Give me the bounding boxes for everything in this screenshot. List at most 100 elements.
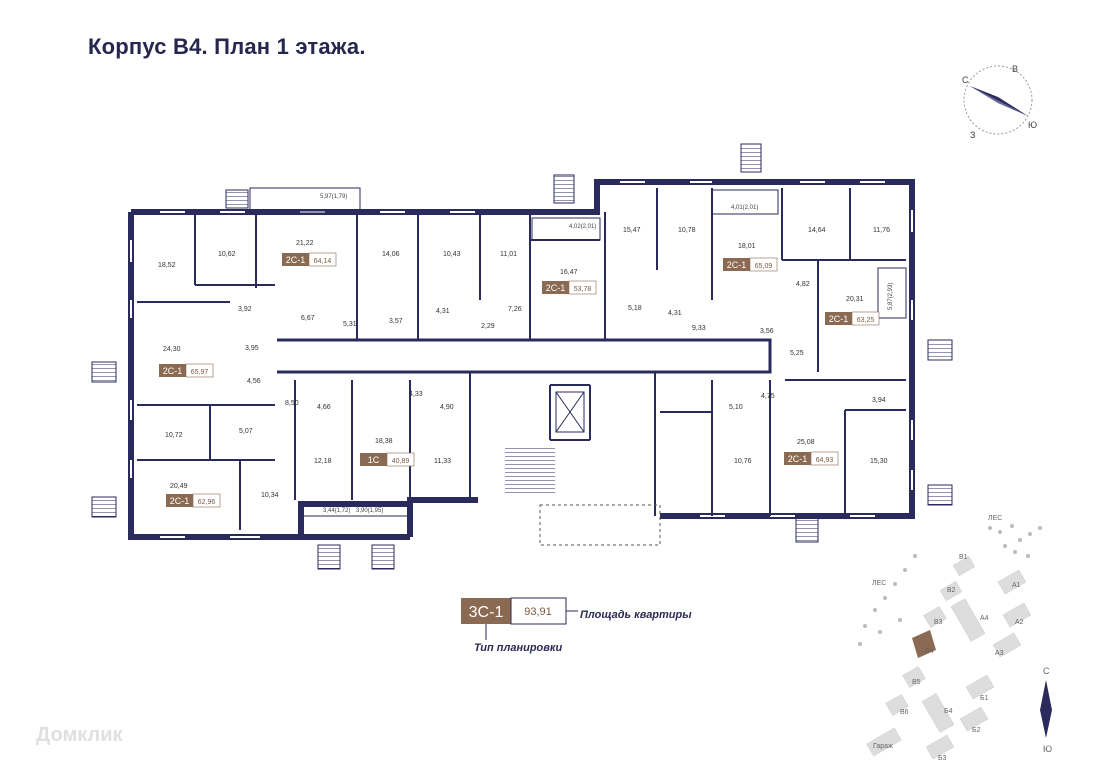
room-area: 20,31 — [846, 296, 864, 303]
room-area: 15,30 — [870, 458, 888, 465]
room-area: 11,33 — [434, 458, 451, 465]
room-area: 14,06 — [382, 251, 400, 258]
room-area: 5,18 — [628, 305, 642, 312]
building-label: Б2 — [972, 727, 981, 734]
balcony-area: 4,01(2,01) — [731, 205, 758, 211]
room-area: 21,22 — [296, 240, 314, 247]
compass-north: С — [962, 75, 969, 85]
building-label: В3 — [934, 619, 943, 626]
room-area: 15,47 — [623, 227, 641, 234]
apartment-type: 2С-1 — [788, 454, 808, 464]
building-label: А3 — [995, 650, 1004, 657]
room-area: 4,82 — [796, 281, 810, 288]
room-area: 10,72 — [165, 432, 183, 439]
room-area: 20,49 — [170, 483, 188, 490]
balcony-area: 4,02(2,01) — [569, 224, 596, 230]
apartment-area: 64,14 — [314, 258, 332, 265]
apartment-area: 62,96 — [198, 499, 216, 506]
apartment-badge[interactable]: 2С-1 65,97 — [159, 363, 214, 378]
south-label: Ю — [1043, 744, 1052, 754]
apartment-area: 53,78 — [574, 286, 592, 293]
balcony-area: 5,87(2,93) — [888, 283, 894, 310]
room-area: 3,57 — [389, 318, 403, 325]
room-area: 18,38 — [375, 438, 393, 445]
apartment-area: 64,93 — [816, 457, 834, 464]
room-area: 5,31 — [343, 321, 357, 328]
apartment-badge[interactable]: 2С-1 64,14 — [282, 252, 337, 267]
forest-label: ЛЕС — [872, 580, 886, 587]
apartment-type: 2С-1 — [170, 496, 190, 506]
north-label: С — [1043, 666, 1050, 676]
external-steps — [91, 143, 953, 570]
compass-south: Ю — [1028, 120, 1037, 130]
room-area: 5,25 — [790, 350, 804, 357]
apartment-area: 65,09 — [755, 263, 773, 270]
building-label: Б1 — [980, 695, 989, 702]
legend-type: 3С-1 — [469, 604, 504, 621]
building-label: А2 — [1015, 619, 1024, 626]
apartment-area: 40,89 — [392, 458, 410, 465]
room-area: 5,07 — [239, 428, 253, 435]
watermark: Домклик — [36, 724, 123, 746]
apartment-type: 2С-1 — [163, 366, 183, 376]
room-area: 4,90 — [440, 404, 454, 411]
stairwell — [505, 446, 555, 496]
legend-type-label: Тип планировки — [474, 642, 563, 654]
compass-rose: С В Ю З — [962, 64, 1037, 140]
building-label: Б4 — [944, 708, 953, 715]
room-area: 4,33 — [409, 391, 423, 398]
north-arrow-icon — [1040, 680, 1052, 738]
room-area: 10,34 — [261, 492, 279, 499]
room-area: 4,75 — [761, 393, 775, 400]
apartment-type: 1С — [368, 455, 380, 465]
building-label: В1 — [959, 554, 968, 561]
balcony-labels: 5,97(1,79) 4,02(2,01) 4,01(2,01) 5,87(2,… — [320, 194, 894, 514]
building-label: В4 — [925, 648, 934, 655]
room-area: 24,30 — [163, 346, 181, 353]
apartment-badge[interactable]: 2С-1 62,96 — [166, 493, 221, 508]
apartment-badge[interactable]: 2С-1 64,93 — [784, 451, 839, 466]
room-area: 16,47 — [560, 269, 578, 276]
compass-east: В — [1012, 64, 1018, 74]
balconies — [249, 187, 907, 517]
balcony-area: 3,90(1,95) — [356, 508, 383, 514]
apartment-area: 65,97 — [191, 369, 209, 376]
room-area: 5,10 — [729, 404, 743, 411]
room-area: 4,56 — [247, 378, 261, 385]
room-area: 6,67 — [301, 315, 315, 322]
room-area: 14,64 — [808, 227, 826, 234]
room-area: 4,66 — [317, 404, 331, 411]
entrance-platform — [539, 504, 661, 546]
room-area: 7,26 — [508, 306, 522, 313]
building-label: Гараж — [873, 743, 893, 750]
building-label: Б3 — [938, 755, 947, 762]
apartment-type: 2С-1 — [829, 314, 849, 324]
room-area: 18,01 — [738, 243, 756, 250]
room-area: 25,08 — [797, 439, 815, 446]
elevator-icon — [555, 391, 585, 433]
page-title: Корпус В4. План 1 этажа. — [88, 34, 366, 59]
room-area: 10,76 — [734, 458, 752, 465]
window-marks — [130, 181, 913, 538]
building-label: В6 — [900, 709, 909, 716]
room-area: 3,95 — [245, 345, 259, 352]
room-area: 8,50 — [285, 400, 299, 407]
room-area: 10,43 — [443, 251, 461, 258]
room-area: 4,31 — [668, 310, 682, 317]
room-area: 18,52 — [158, 262, 176, 269]
apartment-badge[interactable]: 1С 40,89 — [360, 452, 415, 467]
room-area: 3,56 — [760, 328, 774, 335]
compass-west: З — [970, 130, 975, 140]
building-label: А1 — [1012, 582, 1021, 589]
apartment-type: 2С-1 — [286, 255, 306, 265]
legend: 3С-1 93,91 — [461, 597, 578, 640]
room-area: 10,62 — [218, 251, 236, 258]
room-area-labels: 18,52 10,62 21,22 14,06 10,43 11,01 16,4… — [158, 227, 890, 499]
building-label: А4 — [980, 615, 989, 622]
room-area: 2,29 — [481, 323, 495, 330]
building-label: В2 — [947, 587, 956, 594]
